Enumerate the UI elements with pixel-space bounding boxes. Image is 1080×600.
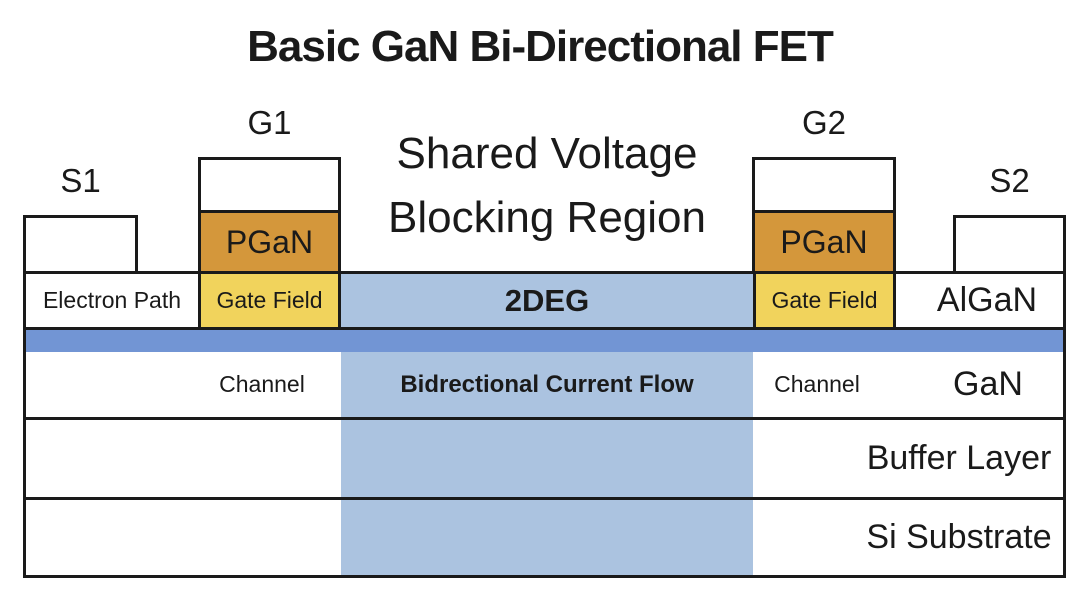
pgan1-region: PGaN: [198, 213, 341, 271]
buffer-substrate-border: [26, 497, 1063, 500]
source2-label: S2: [989, 162, 1030, 199]
semiconductor-stack: 2DEG Gate Field Gate Field Electron Path…: [23, 271, 1066, 578]
twodeg-region: 2DEG: [341, 274, 753, 327]
electron-path-label: Electron Path: [42, 287, 182, 313]
source1-electrode: [23, 215, 138, 271]
gate2-electrode: [752, 157, 896, 213]
algan-layer-label: AlGaN: [936, 281, 1038, 319]
gate-field1-region: Gate Field: [198, 274, 341, 327]
source1-label: S1: [60, 162, 101, 199]
channel-left-label: Channel: [219, 371, 305, 397]
twodeg-interface-stripe: [26, 330, 1063, 352]
gan-layer-label: GaN: [953, 365, 1023, 403]
buffer-layer-label: Buffer Layer: [866, 439, 1052, 477]
gan-buffer-border: [26, 417, 1063, 420]
diagram-title: Basic GaN Bi-Directional FET: [247, 22, 834, 71]
gate1-electrode: [198, 157, 341, 213]
algan-gan-border: [26, 327, 1063, 330]
pgan2-region: PGaN: [752, 213, 896, 271]
source2-electrode: [953, 215, 1066, 271]
si-substrate-label: Si Substrate: [866, 518, 1052, 556]
blocking-column: [341, 352, 753, 575]
gate1-label: G1: [247, 104, 292, 141]
annotation-line-2: Blocking Region: [388, 193, 706, 242]
current-flow-label: Bidrectional Current Flow: [400, 371, 694, 398]
annotation-line-1: Shared Voltage: [396, 129, 698, 178]
channel-right-label: Channel: [774, 371, 860, 397]
shared-voltage-annotation: Shared Voltage Blocking Region: [341, 122, 753, 250]
gate-field2-region: Gate Field: [753, 274, 896, 327]
gate2-label: G2: [801, 104, 847, 141]
